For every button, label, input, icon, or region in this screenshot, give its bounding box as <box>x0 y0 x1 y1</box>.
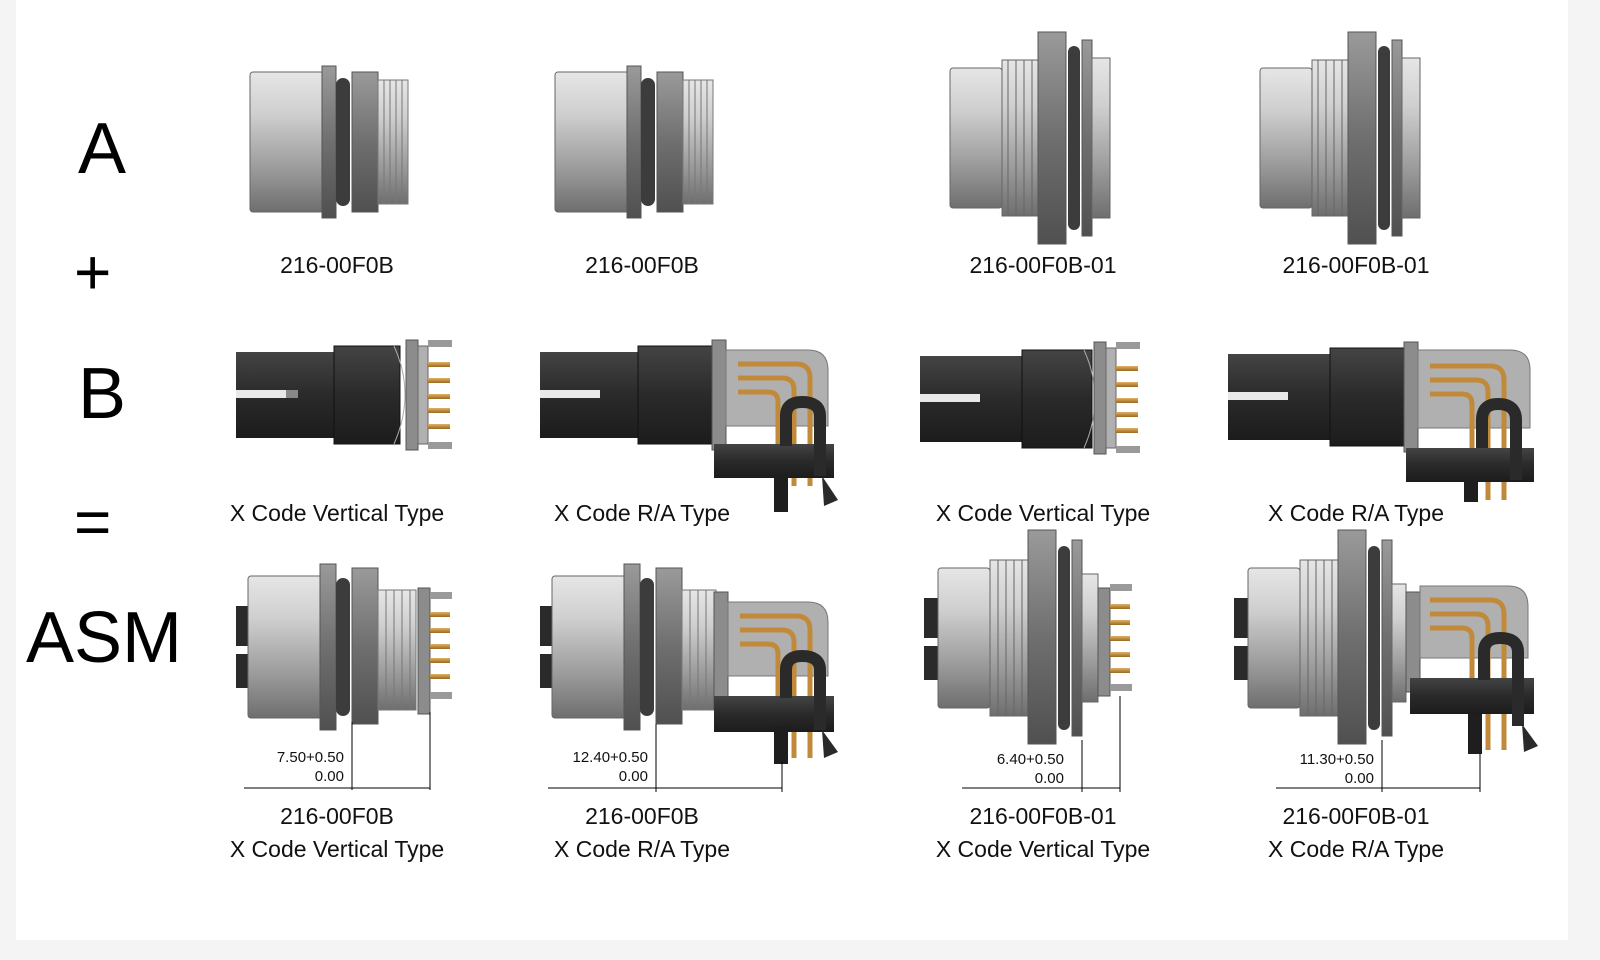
row-label-asm: ASM <box>26 598 183 678</box>
row-b-type-label-3: X Code Vertical Type <box>935 500 1151 526</box>
part-a-1-image <box>249 65 409 219</box>
dim-upper-limit: 7.50+0.50 <box>276 749 344 766</box>
row-b-type-label-2: X Code R/A Type <box>553 500 731 526</box>
asm-type-label-2: X Code R/A Type <box>553 836 731 862</box>
row-label-a: A <box>78 109 127 189</box>
dim-upper-limit: 12.40+0.50 <box>572 749 649 766</box>
part-a-4-image <box>1259 31 1421 245</box>
part-b-4-image <box>1228 341 1534 502</box>
asm-type-label-3: X Code Vertical Type <box>935 836 1151 862</box>
dim-upper-limit: 6.40+0.50 <box>996 751 1064 768</box>
asm-part-label-2: 216-00F0B <box>585 803 699 829</box>
part-asm-2-image <box>540 563 838 792</box>
asm-part-label-1: 216-00F0B <box>280 803 394 829</box>
asm-part-label-3: 216-00F0B-01 <box>969 803 1117 829</box>
part-a-3-image <box>949 31 1111 245</box>
asm-part-label-4: 216-00F0B-01 <box>1282 803 1430 829</box>
asm-type-label-1: X Code Vertical Type <box>229 836 445 862</box>
dim-lower-limit: 0.00 <box>1344 770 1374 787</box>
row-b-type-label-1: X Code Vertical Type <box>229 500 445 526</box>
asm-dimension-label-3: 6.40+0.50 0.00 <box>982 750 1064 788</box>
dim-upper-limit: 11.30+0.50 <box>1299 751 1374 768</box>
row-a-part-label-4: 216-00F0B-01 <box>1282 252 1430 278</box>
row-a-part-label-2: 216-00F0B <box>585 252 699 278</box>
asm-dimension-label-2: 12.40+0.50 0.00 <box>556 748 649 786</box>
part-b-1-image <box>236 339 452 451</box>
part-asm-4-image <box>1234 529 1538 792</box>
dim-lower-limit: 0.00 <box>618 768 648 785</box>
part-asm-1-image <box>236 563 452 790</box>
row-label-equals: = <box>74 486 112 558</box>
asm-dimension-label-1: 7.50+0.50 0.00 <box>262 748 344 786</box>
row-a-part-label-3: 216-00F0B-01 <box>969 252 1117 278</box>
row-label-plus: + <box>74 236 112 308</box>
row-label-b: B <box>78 354 127 434</box>
part-asm-3-image <box>924 529 1132 792</box>
row-a-part-label-1: 216-00F0B <box>280 252 394 278</box>
part-b-2-image <box>540 339 838 512</box>
asm-type-label-4: X Code R/A Type <box>1267 836 1445 862</box>
asm-dimension-label-4: 11.30+0.50 0.00 <box>1282 750 1374 788</box>
part-b-3-image <box>920 341 1140 455</box>
row-b-type-label-4: X Code R/A Type <box>1267 500 1445 526</box>
dim-lower-limit: 0.00 <box>314 768 344 785</box>
part-a-2-image <box>554 65 714 219</box>
dim-lower-limit: 0.00 <box>1034 770 1064 787</box>
